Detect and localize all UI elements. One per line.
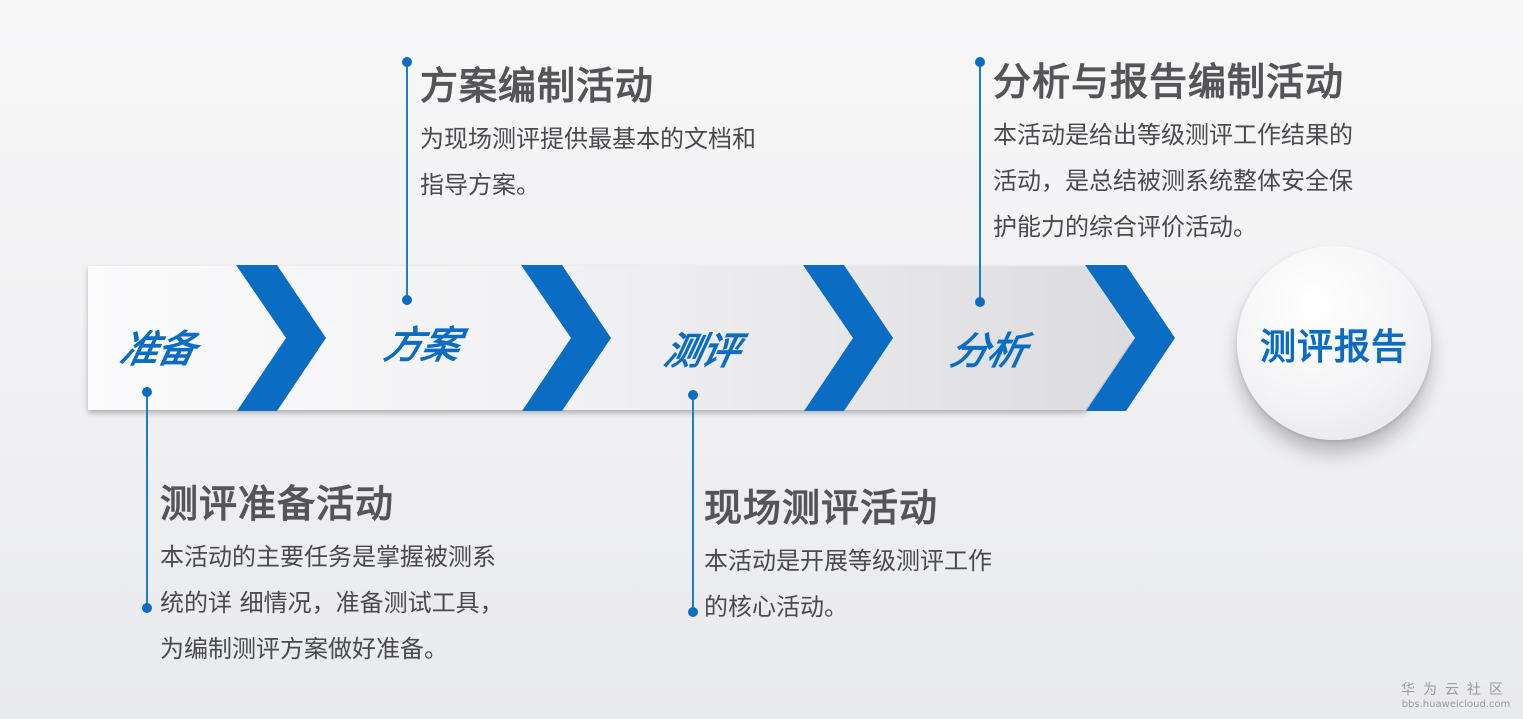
activity-analysis: 分析与报告编制活动 本活动是给出等级测评工作结果的 活动，是总结被测系统整体安全…	[993, 58, 1353, 250]
chevron-1	[236, 265, 326, 411]
stage-test: 测评	[660, 329, 744, 373]
chevron-3	[803, 265, 893, 411]
report-circle: 测评报告	[1237, 246, 1431, 440]
activity-prep-title: 测评准备活动	[160, 482, 395, 526]
activity-plan-title: 方案编制活动	[420, 64, 655, 108]
connector-line-plan	[406, 62, 408, 300]
connector-line-prep	[146, 392, 148, 608]
stage-analysis: 分析	[946, 329, 1030, 373]
connector-dot-plan-top	[402, 57, 412, 67]
connector-dot-prep-bottom	[142, 603, 152, 613]
activity-onsite-line: 本活动是开展等级测评工作	[704, 547, 992, 575]
activity-analysis-title: 分析与报告编制活动	[993, 60, 1345, 104]
activity-plan-line: 为现场测评提供最基本的文档和	[420, 125, 756, 153]
report-label: 测评报告	[1259, 327, 1408, 368]
connector-dot-plan-bottom	[402, 295, 412, 305]
connector-dot-onsite-top	[688, 390, 698, 400]
watermark-url: bbs.huaweicloud.com	[1401, 699, 1511, 710]
activity-plan: 方案编制活动 为现场测评提供最基本的文档和 指导方案。	[420, 62, 756, 208]
connector-line-analysis	[979, 62, 981, 302]
watermark: 华为云社区 bbs.huaweicloud.com	[1401, 681, 1511, 711]
activity-onsite-line: 的核心活动。	[704, 593, 848, 621]
activity-onsite: 现场测评活动 本活动是开展等级测评工作 的核心活动。	[704, 484, 992, 630]
activity-analysis-line: 护能力的综合评价活动。	[993, 213, 1257, 241]
activity-plan-line: 指导方案。	[420, 171, 540, 199]
activity-onsite-title: 现场测评活动	[704, 486, 939, 530]
connector-dot-analysis-bottom	[975, 297, 985, 307]
connector-line-onsite	[692, 395, 694, 612]
activity-analysis-line: 活动，是总结被测系统整体安全保	[993, 167, 1353, 195]
activity-prep-line: 统的详 细情况，准备测试工具，	[160, 589, 504, 617]
connector-dot-prep-top	[142, 387, 152, 397]
connector-dot-analysis-top	[975, 57, 985, 67]
activity-prep-line: 为编制测评方案做好准备。	[160, 635, 448, 663]
chevron-4	[1085, 265, 1175, 411]
activity-analysis-line: 本活动是给出等级测评工作结果的	[993, 121, 1353, 149]
chevron-2	[521, 265, 611, 411]
watermark-name: 华为云社区	[1401, 682, 1511, 698]
activity-prep-line: 本活动的主要任务是掌握被测系	[160, 543, 496, 571]
stage-plan: 方案	[380, 323, 464, 367]
connector-dot-onsite-bottom	[688, 607, 698, 617]
activity-prep: 测评准备活动 本活动的主要任务是掌握被测系 统的详 细情况，准备测试工具， 为编…	[160, 480, 504, 672]
stage-prep: 准备	[116, 327, 200, 371]
